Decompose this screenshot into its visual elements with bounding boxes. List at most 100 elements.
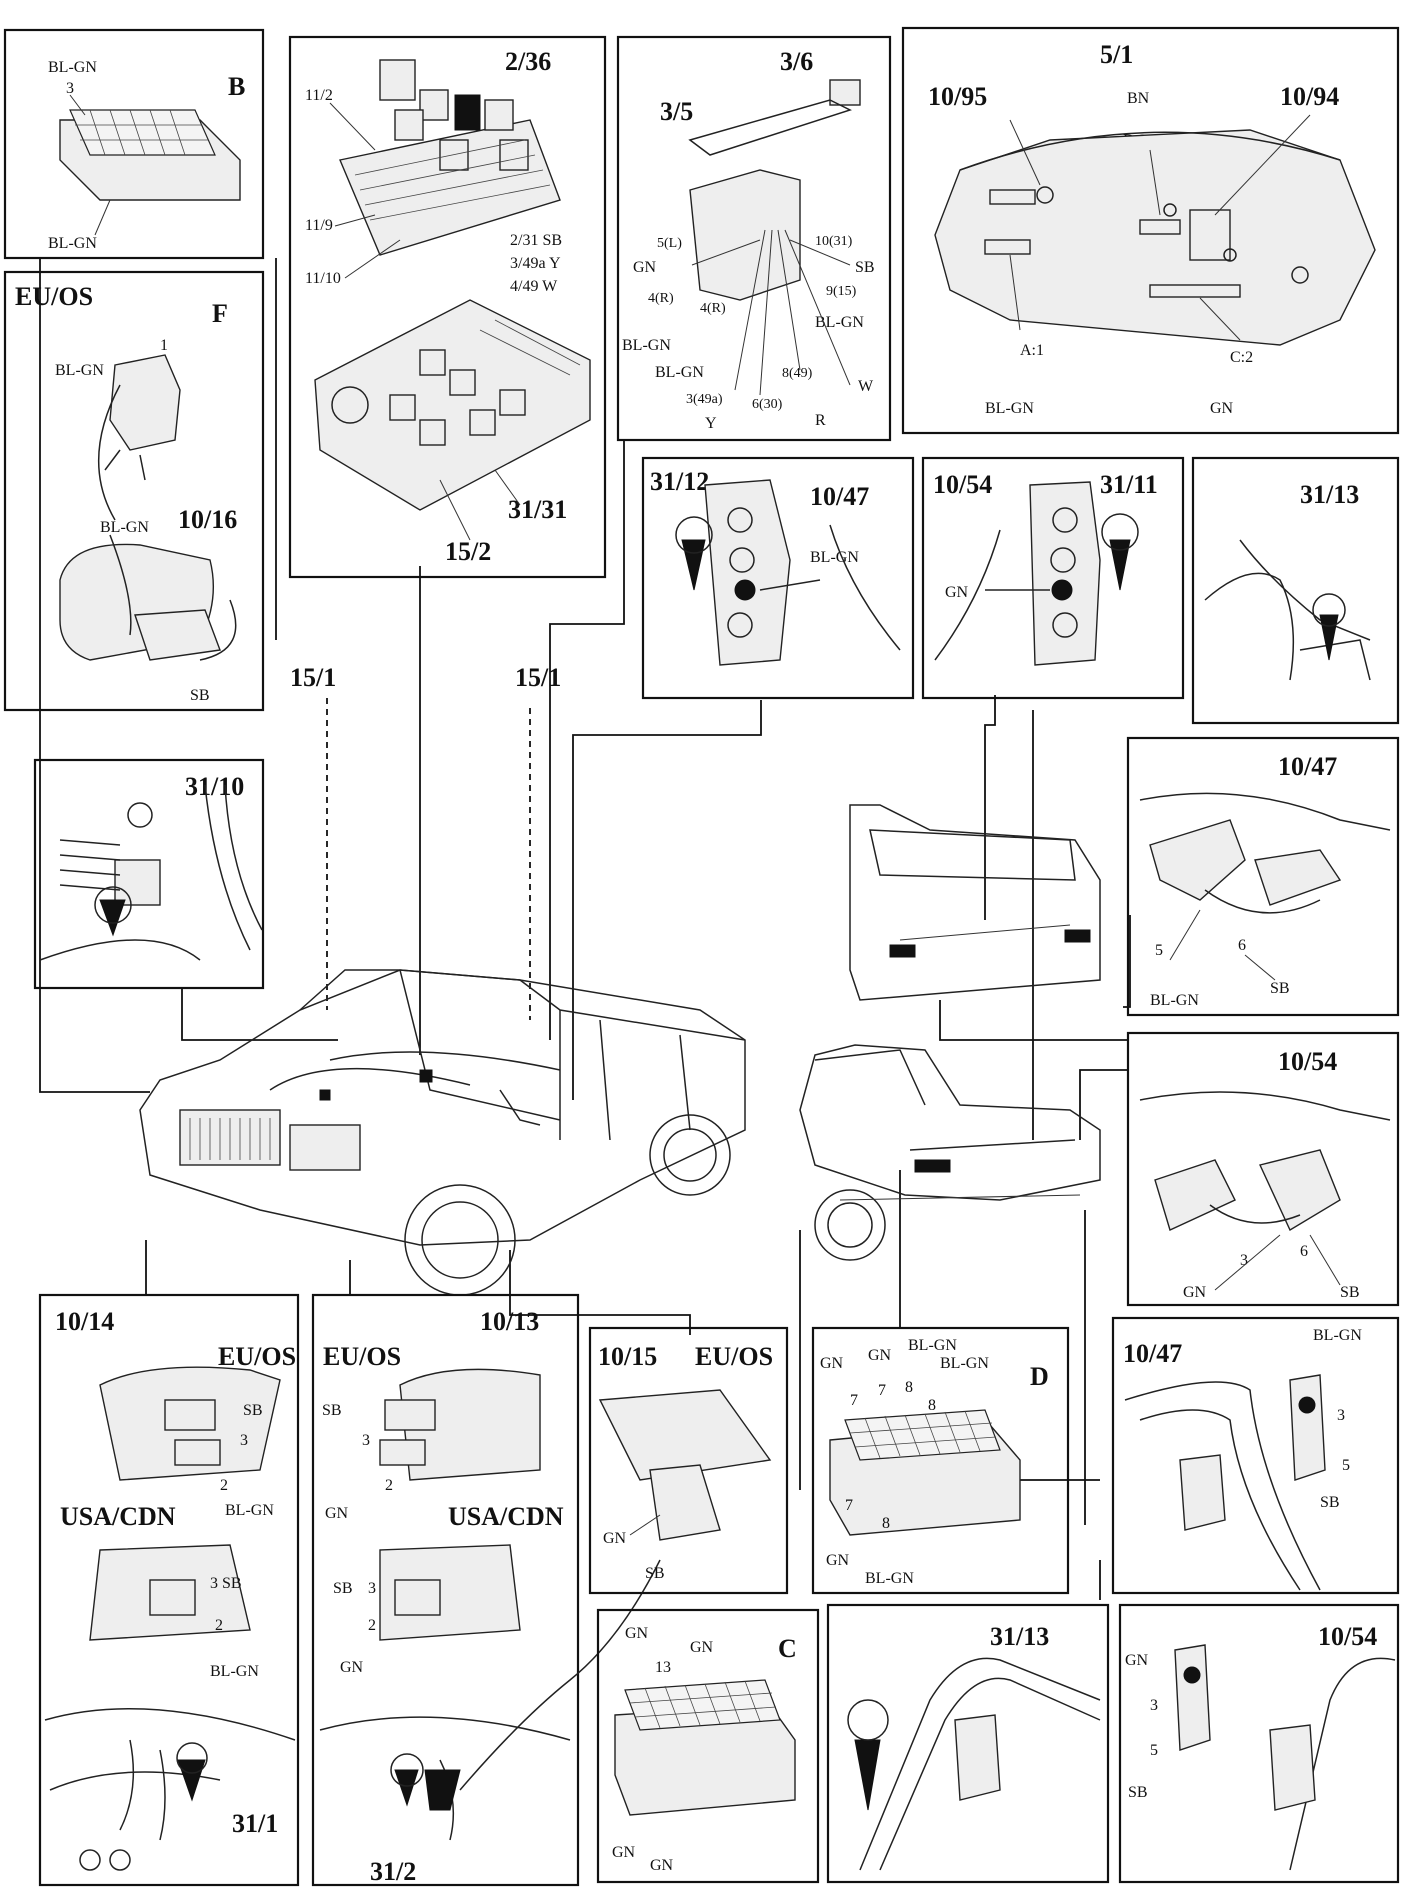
panel-b-pin: 3 — [66, 80, 74, 97]
cluster-wire: BL-GN — [985, 400, 1034, 417]
fuse-label: 11/9 — [305, 217, 333, 234]
panel-d-pin: 7 — [850, 1392, 858, 1409]
panel-d-wire: GN — [826, 1552, 850, 1569]
center-ref-left: 15/1 — [290, 663, 336, 692]
switch-pin: 8(49) — [782, 366, 813, 381]
switch-pin: 4(R) — [700, 301, 726, 316]
sedan-10-54-wire: GN — [1125, 1652, 1149, 1669]
panel-f: EU/OS F 1 BL-GN BL-GN 10/16 SB — [3, 270, 265, 712]
rear-10-47-pin: 6 — [1238, 937, 1246, 954]
panel-c-wire: GN — [625, 1625, 649, 1642]
rear-10-54-wire: GN — [1183, 1284, 1207, 1301]
rear-10-47-wire: BL-GN — [1150, 992, 1199, 1009]
front-10-14-region: EU/OS — [218, 1342, 296, 1371]
switch-title: 3/6 — [780, 47, 813, 76]
panel-rear-10-47: 10/47 5 6 BL-GN SB — [1126, 736, 1400, 1017]
panel-b-wire-top: BL-GN — [48, 59, 97, 76]
panel-tail-right: 10/54 31/11 GN — [921, 456, 1185, 700]
tail-left-wire: BL-GN — [810, 549, 859, 566]
panel-sedan-10-54: 10/54 GN 3 5 SB — [1118, 1603, 1400, 1884]
ground-31-13-title: 31/13 — [1300, 480, 1359, 509]
switch-wire: Y — [705, 415, 717, 432]
panel-front-10-13: 10/13 EU/OS USA/CDN SB 3 2 GN 3 SB 2 GN … — [311, 1293, 661, 1887]
tail-right-ref: 31/11 — [1100, 470, 1158, 499]
sedan-10-47-wire: SB — [1320, 1494, 1340, 1511]
panel-fuse-box: 2/36 11/2 11/9 11/10 2/31 SB 3/49a Y 4/4… — [288, 35, 607, 579]
tail-left-ref: 10/47 — [810, 482, 869, 511]
center-vehicles — [139, 969, 1101, 1296]
panel-c-wire: GN — [650, 1857, 674, 1874]
sedan-10-47-pin: 3 — [1337, 1407, 1345, 1424]
panel-f-wire: SB — [190, 687, 210, 704]
panel-c-title: C — [778, 1634, 797, 1663]
front-10-14-region: USA/CDN — [60, 1502, 176, 1531]
cluster-connector: A:1 — [1020, 342, 1044, 359]
fuse-box-title: 2/36 — [505, 47, 551, 76]
panel-c-wire: GN — [690, 1639, 714, 1656]
sedan-10-47-pin: 5 — [1342, 1457, 1350, 1474]
front-10-13-pin: 2 — [385, 1477, 393, 1494]
sedan-10-47-wire: BL-GN — [1313, 1327, 1362, 1344]
panel-d-wire: BL-GN — [940, 1355, 989, 1372]
cluster-wire: BN — [1127, 90, 1150, 107]
panel-f-pin: 1 — [160, 337, 168, 354]
panel-d-wire: BL-GN — [865, 1570, 914, 1587]
panel-front-10-14: 10/14 EU/OS USA/CDN SB 3 2 BL-GN 3 SB 2 … — [38, 1293, 300, 1887]
cluster-wire: GN — [1210, 400, 1234, 417]
front-10-13-pin: 2 — [368, 1617, 376, 1634]
panel-d-pin: 8 — [882, 1515, 890, 1532]
panel-c-wire: GN — [612, 1844, 636, 1861]
front-10-14-wire: BL-GN — [225, 1502, 274, 1519]
panel-cluster: 5/1 10/95 10/94 BN D:3 A:1 C:2 BL-GN GN — [901, 26, 1400, 435]
rear-10-54-wire: SB — [1340, 1284, 1360, 1301]
fuse-list-item: 4/49 W — [510, 278, 558, 295]
front-10-13-wire: GN — [340, 1659, 364, 1676]
panel-d-wire: BL-GN — [908, 1337, 957, 1354]
panel-tail-left: 31/12 10/47 BL-GN — [641, 456, 915, 700]
panel-side-10-15: 10/15 EU/OS GN SB — [588, 1326, 789, 1595]
front-10-13-pin: 3 — [368, 1580, 376, 1597]
rear-10-54-title: 10/54 — [1278, 1047, 1337, 1076]
front-10-13-ground: 31/2 — [370, 1857, 416, 1886]
panel-f-wire: BL-GN — [55, 362, 104, 379]
front-10-14-pin: 3 — [210, 1575, 218, 1592]
panel-c-pin: 13 — [655, 1659, 671, 1676]
panel-f-title: F — [212, 299, 228, 328]
switch-pin: 5(L) — [657, 236, 682, 251]
switch-pin: 4(R) — [648, 291, 674, 306]
panel-31-13-top: 31/13 — [1191, 456, 1400, 725]
front-10-13-region: EU/OS — [323, 1342, 401, 1371]
rear-10-54-pin: 3 — [1240, 1252, 1248, 1269]
sedan-10-54-pin: 3 — [1150, 1697, 1158, 1714]
panel-f-ref: 10/16 — [178, 505, 237, 534]
sedan-rear-view — [849, 804, 1101, 1001]
cluster-title: 5/1 — [1100, 40, 1133, 69]
front-10-13-wire: SB — [322, 1402, 342, 1419]
fuse-box-ref: 15/2 — [445, 537, 491, 566]
ground-31-13-bottom-title: 31/13 — [990, 1622, 1049, 1651]
front-10-14-wire: BL-GN — [210, 1663, 259, 1680]
front-10-13-pin: 3 — [362, 1432, 370, 1449]
panel-f-wire: BL-GN — [100, 519, 149, 536]
switch-wire: W — [858, 378, 874, 395]
sedan-10-54-wire: SB — [1128, 1784, 1148, 1801]
panel-rear-10-54: 10/54 3 6 GN SB — [1126, 1031, 1400, 1307]
front-10-14-wire: SB — [222, 1575, 242, 1592]
panel-d-pin: 7 — [845, 1497, 853, 1514]
front-10-14-title: 10/14 — [55, 1307, 114, 1336]
cluster-ref: 10/94 — [1280, 82, 1339, 111]
fuse-list-item: 3/49a Y — [510, 255, 561, 272]
switch-pin: 3(49a) — [686, 392, 723, 407]
front-10-13-title: 10/13 — [480, 1307, 539, 1336]
panel-31-10-title: 31/10 — [185, 772, 244, 801]
panel-31-13-bottom: 31/13 — [826, 1603, 1110, 1884]
switch-wire: BL-GN — [622, 337, 671, 354]
front-10-13-region: USA/CDN — [448, 1502, 564, 1531]
panel-d-wire: GN — [868, 1347, 892, 1364]
panel-b: B BL-GN 3 BL-GN — [3, 28, 265, 260]
sedan-10-54-pin: 5 — [1150, 1742, 1158, 1759]
tail-left-ref: 31/12 — [650, 467, 709, 496]
front-10-14-pin: 2 — [220, 1477, 228, 1494]
switch-wire: GN — [633, 259, 657, 276]
switch-pin: 10(31) — [815, 234, 853, 249]
